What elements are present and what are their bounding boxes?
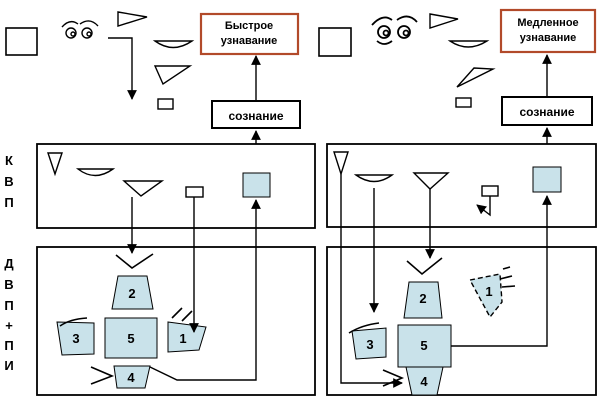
- part-4-left-label: 4: [127, 370, 135, 385]
- eyes-icon-right: [371, 15, 418, 45]
- part5-to-kvp-arrow-right: [451, 195, 552, 347]
- part-2-right: [403, 281, 443, 319]
- side-label-d: Д: [4, 256, 14, 271]
- stimulus-square: [5, 27, 38, 56]
- slow-recognition-line1: Медленное: [517, 17, 578, 29]
- part-2-left: [111, 275, 154, 310]
- kvp-small-rect: [185, 186, 204, 198]
- part-5-left-label: 5: [127, 331, 134, 346]
- awareness-label-right: сознание: [519, 105, 574, 119]
- side-label-k: К: [5, 153, 13, 168]
- part-5-right-label: 5: [420, 338, 427, 353]
- kvp-box-left: [36, 143, 316, 229]
- side-labels: К В П Д В П + П И: [4, 153, 14, 373]
- awareness-label-left: сознание: [228, 109, 283, 123]
- kvp-broken-arrow-right: [476, 196, 491, 217]
- top-arrow-path: [108, 37, 137, 100]
- part-3-left: [56, 321, 95, 356]
- kvp-triangle-shape-right: [412, 172, 450, 190]
- kvp-small-rect-right: [481, 185, 499, 197]
- parts-left: [56, 275, 207, 389]
- part-3-right-label: 3: [366, 337, 373, 352]
- left-panel: Быстрое узнавание сознание 2 3 5 1 4: [5, 11, 316, 396]
- eyes-icon: [61, 20, 99, 39]
- part-2-right-label: 2: [419, 291, 426, 306]
- side-label-i: И: [4, 358, 13, 373]
- fast-recognition-line1: Быстрое: [225, 20, 273, 32]
- slow-recognition-line2: узнавание: [520, 32, 576, 44]
- part-4-right-label: 4: [420, 374, 428, 389]
- stimulus-bowl: [152, 40, 195, 49]
- side-label-v2: В: [4, 277, 13, 292]
- kvp-shield-shape-right: [333, 151, 349, 177]
- fast-recognition-line2: узнавание: [221, 35, 277, 47]
- kvp-shield-shape: [47, 152, 63, 177]
- part-1-right: [468, 273, 503, 319]
- part4-to-kvp-arrow-left: [149, 199, 261, 381]
- kvp-bowl-shape-right: [353, 174, 395, 183]
- part-1-right-label: 1: [485, 284, 492, 299]
- kvp-bowl-shape: [75, 168, 116, 177]
- kvp-blue-square-left: [242, 172, 271, 198]
- kvp-triangle-shape: [122, 180, 165, 197]
- part-2-left-label: 2: [128, 286, 135, 301]
- part-4-right: [405, 366, 444, 396]
- stimulus-bowl-right: [447, 40, 490, 48]
- shield-down-arrow-right: [340, 174, 403, 388]
- right-panel: Медленное узнавание сознание 2 3 5 4 1: [318, 8, 597, 396]
- stimulus-triangle: [153, 65, 193, 86]
- stimulus-flag-right: [429, 13, 459, 29]
- stimulus-small-rect: [157, 98, 174, 110]
- stimulus-small-rect-right: [455, 97, 472, 108]
- stimulus-square-right: [318, 27, 352, 57]
- stimulus-flag: [117, 11, 148, 27]
- part-1-left: [167, 321, 207, 353]
- part-5-left: [104, 317, 158, 359]
- part-4-left: [113, 365, 151, 389]
- side-label-p2: П: [4, 298, 13, 313]
- side-label-p3: П: [4, 338, 13, 353]
- part-1-left-label: 1: [179, 331, 186, 346]
- kvp-blue-square-right: [532, 166, 562, 193]
- part-3-right: [351, 327, 387, 360]
- side-label-v: В: [4, 174, 13, 189]
- dvpi-box-left: [36, 246, 316, 396]
- kvp-box-right: [326, 143, 597, 228]
- side-label-plus: +: [5, 318, 13, 333]
- fast-recognition-box: [199, 12, 300, 56]
- side-label-p: П: [4, 195, 13, 210]
- stimulus-triangle-right: [456, 67, 496, 88]
- dvpi-box-right: [326, 246, 597, 396]
- slow-recognition-box: [499, 8, 597, 54]
- part-3-left-label: 3: [72, 331, 79, 346]
- feature-marks-left: [59, 253, 193, 385]
